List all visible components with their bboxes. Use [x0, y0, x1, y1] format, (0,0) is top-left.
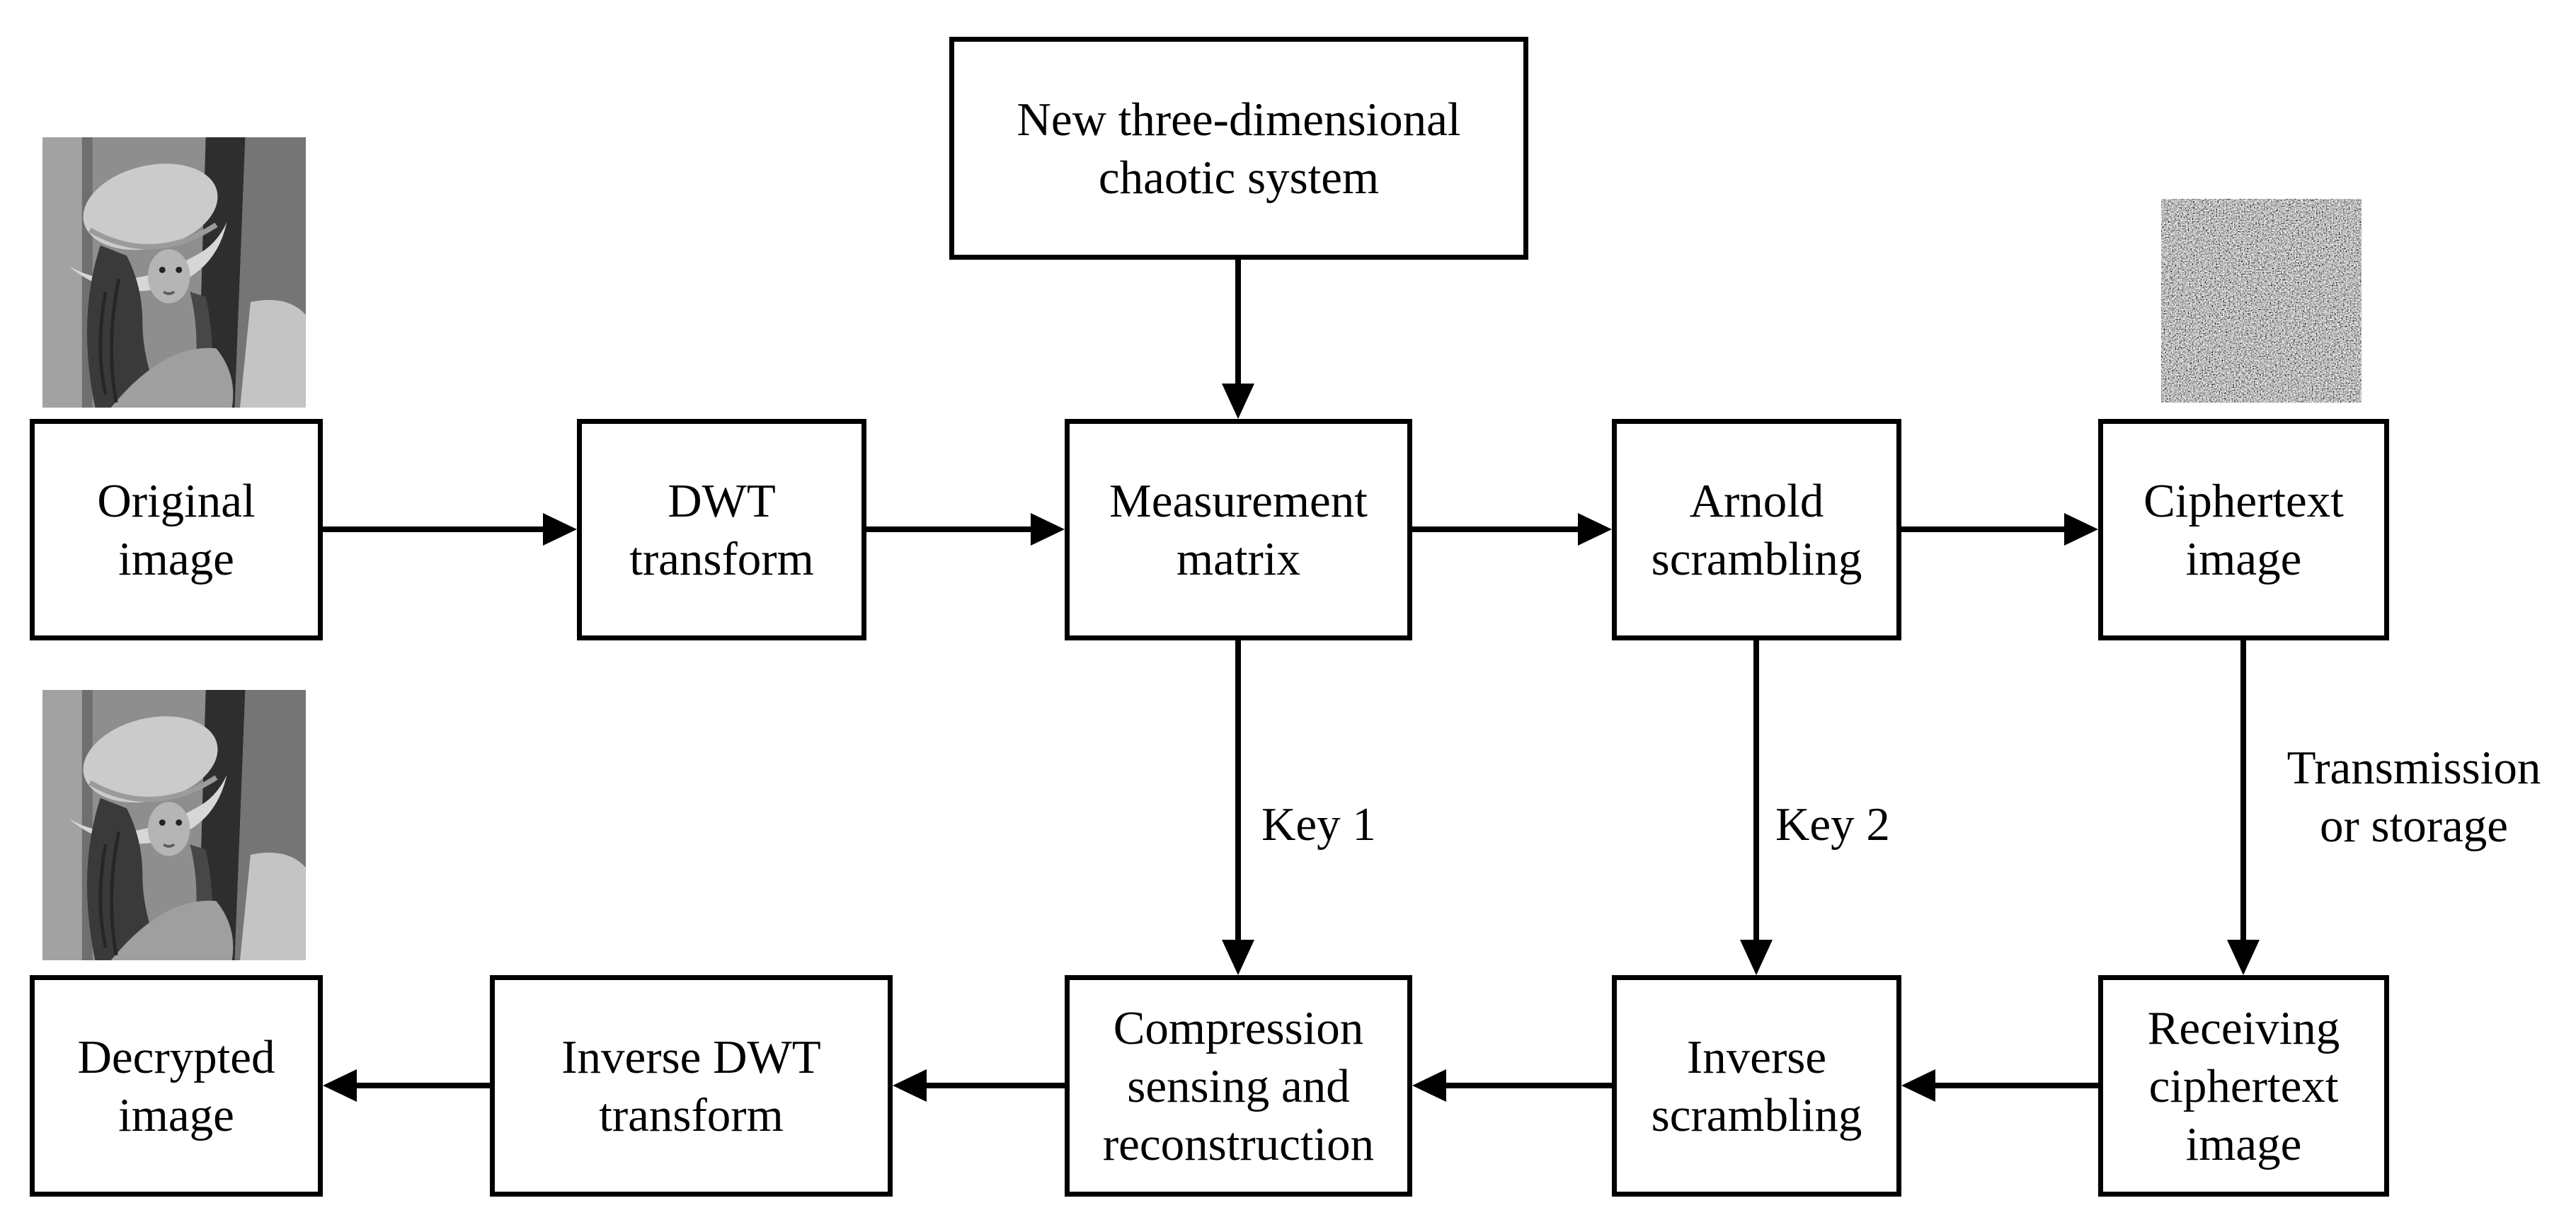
box-label-line: image [2185, 1117, 2302, 1170]
box-label-line: scrambling [1651, 1088, 1862, 1141]
box-label-line: Inverse [1686, 1030, 1827, 1083]
box-label-line: Compression [1113, 1001, 1364, 1054]
box-label-line: matrix [1177, 532, 1300, 585]
box-label-line: image [118, 532, 234, 585]
box-label-line: reconstruction [1102, 1117, 1375, 1170]
arrow-head-left-icon [323, 1069, 357, 1102]
box-label-line: Inverse DWT [561, 1030, 821, 1083]
label-transmission-line2: or storage [2319, 800, 2509, 852]
box-chaotic-system: New three-dimensional chaotic system [949, 37, 1528, 260]
label-transmission: Transmission or storage [2258, 739, 2570, 855]
original-image-photo [42, 137, 306, 408]
arrow-head-left-icon [1901, 1069, 1935, 1102]
box-label-line: image [2185, 532, 2302, 585]
arrow-head-down-icon [1222, 940, 1254, 975]
box-label-line: Receiving [2147, 1001, 2340, 1054]
box-label-line: transform [599, 1088, 784, 1141]
box-label-line: Arnold [1689, 474, 1824, 527]
box-label-line: Ciphertext [2143, 474, 2344, 527]
decrypted-image-photo [42, 690, 306, 960]
arrow-line [1235, 640, 1241, 943]
arrow-line [925, 1083, 1065, 1088]
arrow-head-down-icon [2227, 940, 2260, 975]
box-decrypted-image: Decrypted image [30, 975, 323, 1197]
arrow-line [866, 526, 1032, 532]
box-label-line: Measurement [1109, 474, 1368, 527]
arrow-head-right-icon [1031, 513, 1065, 546]
arrow-line [1753, 640, 1759, 943]
arrow-line [1901, 526, 2066, 532]
box-arnold-scrambling: Arnold scrambling [1612, 419, 1901, 640]
box-label-line: scrambling [1651, 532, 1862, 585]
box-label-line: transform [629, 532, 814, 585]
label-transmission-line1: Transmission [2286, 742, 2541, 794]
box-label-line: New three-dimensional [1017, 93, 1461, 146]
arrow-line [2240, 640, 2246, 943]
box-compression-sensing: Compression sensing and reconstruction [1065, 975, 1412, 1197]
box-label-line: Original [97, 474, 256, 527]
box-label-line: chaotic system [1098, 151, 1380, 204]
arrow-head-right-icon [2064, 513, 2098, 546]
box-label-line: DWT [668, 474, 776, 527]
ciphertext-noise-image [2161, 199, 2362, 403]
box-label-line: sensing and [1127, 1059, 1350, 1112]
arrow-line [355, 1083, 490, 1088]
arrow-head-down-icon [1222, 384, 1254, 419]
arrow-head-right-icon [543, 513, 577, 546]
label-key1: Key 1 [1261, 798, 1376, 851]
arrow-head-right-icon [1578, 513, 1612, 546]
box-inverse-dwt-transform: Inverse DWT transform [490, 975, 893, 1197]
arrow-line [1412, 526, 1579, 532]
arrow-head-left-icon [1412, 1069, 1446, 1102]
box-label-line: Decrypted [77, 1030, 275, 1083]
arrow-line [1235, 260, 1241, 386]
arrow-head-down-icon [1740, 940, 1773, 975]
arrow-line [1445, 1083, 1612, 1088]
label-key2: Key 2 [1775, 798, 1890, 851]
box-receiving-ciphertext: Receiving ciphertext image [2098, 975, 2389, 1197]
box-original-image: Original image [30, 419, 323, 640]
arrow-line [322, 526, 544, 532]
box-measurement-matrix: Measurement matrix [1065, 419, 1412, 640]
box-label-line: image [118, 1088, 234, 1141]
box-ciphertext-image: Ciphertext image [2098, 419, 2389, 640]
box-dwt-transform: DWT transform [577, 419, 866, 640]
arrow-line [1934, 1083, 2098, 1088]
box-inverse-scrambling: Inverse scrambling [1612, 975, 1901, 1197]
arrow-head-left-icon [893, 1069, 927, 1102]
box-label-line: ciphertext [2148, 1059, 2339, 1112]
